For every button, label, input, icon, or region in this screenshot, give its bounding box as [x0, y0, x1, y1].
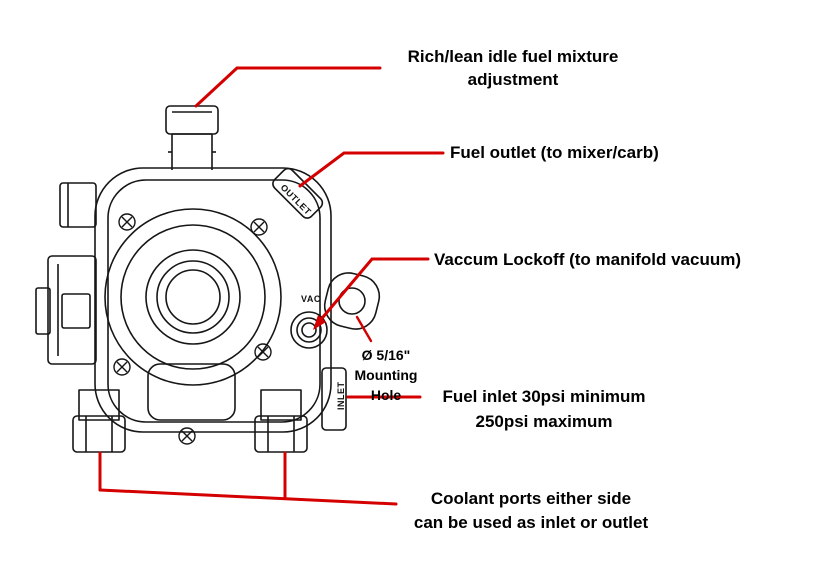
label-fuel-inlet: Fuel inlet 30psi minimum 250psi maximum [423, 384, 665, 434]
fuel-inlet-fitting [321, 367, 347, 431]
mounting-hole [338, 287, 366, 315]
bolt-icon [113, 358, 131, 376]
label-coolant-line1: Coolant ports either side [430, 489, 632, 508]
outlet-marking: OUTLET [279, 182, 314, 217]
fuel-outlet-port [272, 167, 324, 219]
label-fuel-inlet-line2: 250psi maximum [475, 412, 613, 431]
regulator-line-art [35, 105, 381, 453]
label-mixture-adjustment: Rich/lean idle fuel mixture adjustment [383, 45, 643, 91]
arrowhead-icon [313, 315, 326, 330]
lower-body-plate [147, 363, 236, 421]
callout-line-mounting-hole [355, 315, 373, 343]
callout-line-fuel-outlet [298, 151, 445, 188]
label-mounting-hole-line1: Ø 5/16" [361, 347, 411, 363]
label-vacuum-lockoff: Vaccum Lockoff (to manifold vacuum) [434, 250, 741, 269]
label-mixture-line2: adjustment [467, 70, 559, 89]
regulator-body [94, 167, 332, 433]
label-mounting-hole-line3: Hole [370, 387, 402, 403]
bolt-icon [118, 213, 136, 231]
label-mounting-hole: Ø 5/16" Mounting Hole [346, 345, 426, 405]
callout-line-coolant-main [98, 488, 398, 506]
label-fuel-outlet: Fuel outlet (to mixer/carb) [450, 143, 659, 162]
coolant-port-left [72, 389, 126, 453]
bolt-icon [250, 218, 268, 236]
label-coolant-line2: can be used as inlet or outlet [413, 513, 649, 532]
left-bracket [35, 182, 97, 365]
label-coolant-ports: Coolant ports either side can be used as… [396, 487, 666, 535]
label-mounting-hole-line2: Mounting [354, 367, 418, 383]
vac-marking: VAC [301, 294, 321, 304]
diaphragm-cover [104, 208, 282, 386]
callout-line-vacuum-lockoff [316, 257, 430, 325]
bolt-icon [254, 343, 272, 361]
callout-lines [98, 66, 445, 506]
callout-line-mixture [194, 66, 382, 108]
label-mixture-line1: Rich/lean idle fuel mixture [407, 47, 619, 66]
idle-adjustment-tower [165, 105, 219, 170]
inlet-marking: INLET [336, 381, 346, 410]
vacuum-port [290, 311, 328, 349]
cover-bolts [113, 213, 272, 445]
label-fuel-inlet-line1: Fuel inlet 30psi minimum [442, 387, 646, 406]
bolt-icon [178, 427, 196, 445]
coolant-port-right [254, 389, 308, 453]
vacuum-lockoff-assembly [290, 272, 381, 349]
